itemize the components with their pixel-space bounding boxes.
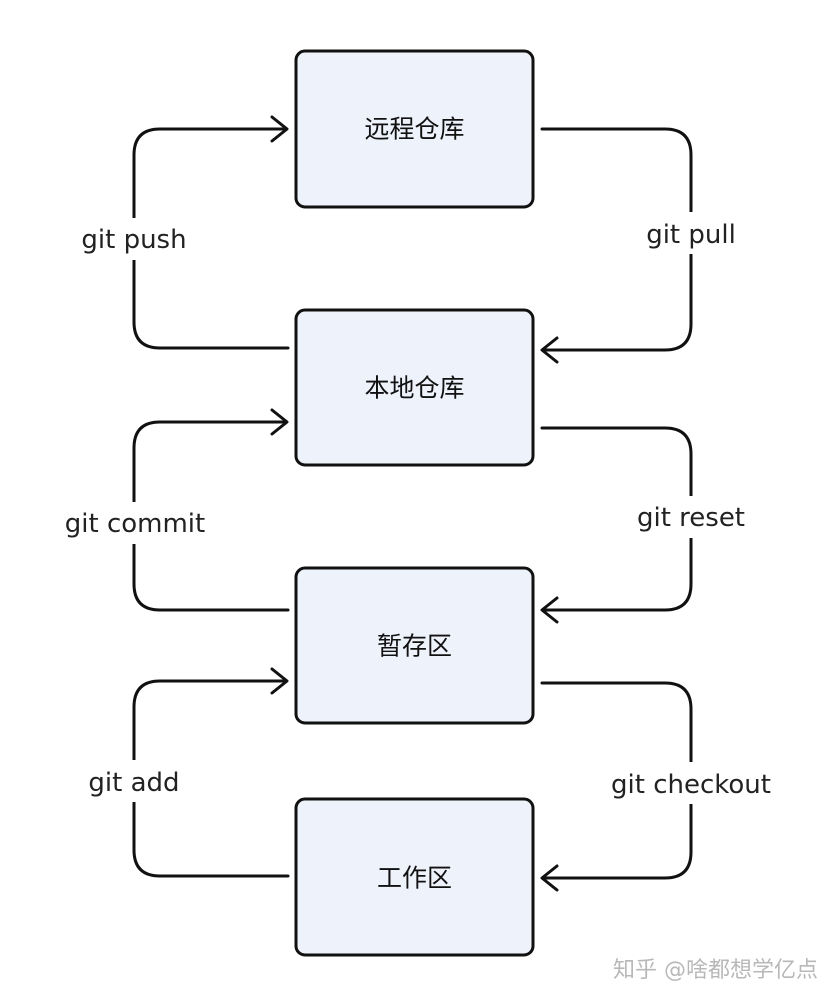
edge-git-add: git add	[82, 667, 290, 878]
edge-label-bg	[640, 212, 744, 254]
node-label-remote-repo: 远程仓库	[364, 115, 464, 144]
edge-label-bg	[632, 496, 750, 538]
arrowhead-icon	[270, 408, 289, 436]
edge-git-reset: git reset	[540, 426, 750, 624]
node-label-local-repo: 本地仓库	[364, 374, 464, 403]
edge-label-git-add: git add	[88, 768, 179, 798]
arrowhead-icon	[270, 115, 289, 143]
node-working-dir: 工作区	[294, 797, 535, 957]
edge-label-git-pull: git pull	[646, 220, 736, 250]
edge-label-git-checkout: git checkout	[611, 770, 771, 800]
arrowhead-icon	[540, 864, 559, 892]
edge-label-bg	[82, 760, 186, 802]
node-box	[294, 566, 535, 725]
arrowhead-icon	[540, 596, 559, 624]
node-local-repo: 本地仓库	[294, 308, 535, 467]
node-box	[294, 797, 535, 957]
arrowhead-icon	[540, 336, 559, 364]
arrowhead-icon	[270, 667, 289, 695]
edge-label-bg	[76, 218, 194, 260]
edge-git-checkout: git checkout	[540, 681, 776, 892]
edge-git-push: git push	[76, 115, 290, 350]
edge-label-git-push: git push	[81, 225, 186, 255]
node-staging-area: 暂存区	[294, 566, 535, 725]
edge-git-commit: git commit	[60, 408, 290, 612]
node-remote-repo: 远程仓库	[294, 49, 535, 209]
node-label-working-dir: 工作区	[377, 864, 452, 893]
edge-label-git-commit: git commit	[65, 509, 205, 539]
node-box	[294, 49, 535, 209]
edge-label-bg	[60, 502, 210, 544]
edge-label-git-reset: git reset	[637, 503, 745, 533]
node-box	[294, 308, 535, 467]
edge-git-pull: git pull	[540, 127, 744, 364]
watermark: 知乎 @啥都想学亿点	[613, 958, 818, 983]
edge-label-bg	[606, 762, 776, 804]
node-label-staging-area: 暂存区	[377, 632, 452, 661]
